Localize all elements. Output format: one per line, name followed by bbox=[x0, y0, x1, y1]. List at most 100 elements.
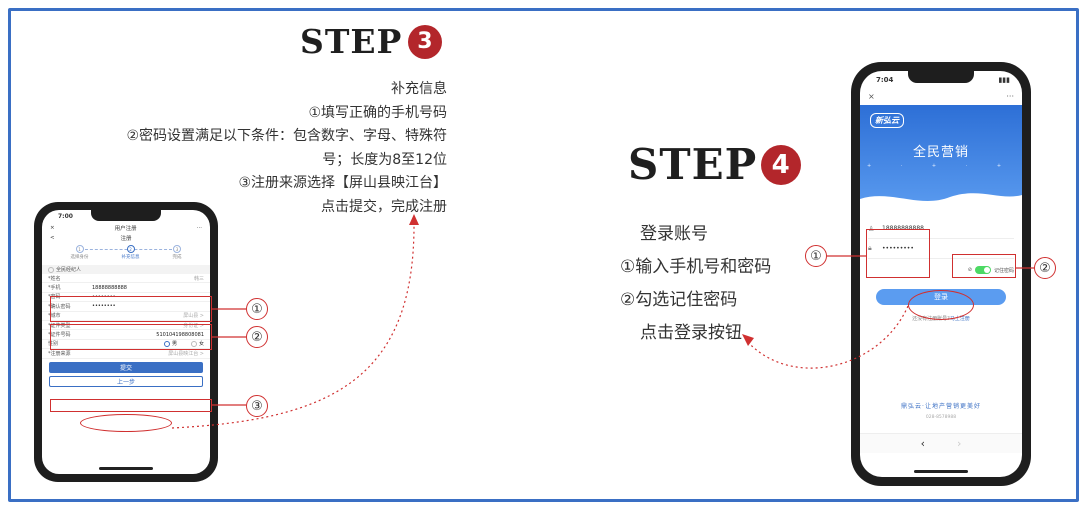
annotation-box-1 bbox=[50, 296, 212, 322]
annotation-badge-1: ① bbox=[246, 298, 268, 320]
register-link[interactable]: 马上注册 bbox=[949, 316, 970, 322]
status-time: 7:00 bbox=[58, 213, 73, 220]
submit-button[interactable]: 提交 bbox=[49, 361, 203, 373]
remember-label: 记住密码 bbox=[993, 267, 1014, 274]
step4-line: ①输入手机号和密码 bbox=[620, 257, 772, 277]
lock-icon: 🔒︎ bbox=[868, 244, 872, 252]
home-indicator bbox=[99, 467, 153, 470]
step3-line: ③注册来源选择【屏山县映江台】 bbox=[238, 175, 447, 191]
phone-notch bbox=[908, 71, 974, 83]
phone-input[interactable]: 18888888888 bbox=[882, 225, 924, 232]
user-icon: ♙ bbox=[868, 224, 875, 233]
status-bar: 7:04 ▮▮▮ bbox=[860, 71, 1022, 87]
eye-hidden-icon[interactable]: ⊘ bbox=[967, 267, 972, 273]
sub-title: 注册 bbox=[120, 236, 132, 242]
section-radio-icon bbox=[48, 266, 54, 273]
phone-login: 7:04 ▮▮▮ × ··· 新弘云 全民营销 + · + · + ♙ 1888… bbox=[851, 62, 1031, 486]
login-header: × ··· bbox=[860, 87, 1022, 105]
annotation-box-login-fields bbox=[866, 229, 930, 278]
progress-step: 2 补充信息 bbox=[122, 245, 140, 265]
progress-steps: 1 选择身份 2 补充信息 3 完成 bbox=[42, 243, 210, 265]
close-icon[interactable]: × bbox=[868, 91, 875, 101]
register-subheader: < 注册 bbox=[42, 233, 210, 243]
step3-line: ①填写正确的手机号码 bbox=[308, 104, 447, 121]
field-label: *手机 bbox=[48, 285, 61, 292]
form-row-name[interactable]: *姓名 韩三 bbox=[42, 274, 210, 284]
step3-title: STEP 3 bbox=[300, 22, 443, 61]
phone-field[interactable]: ♙ 18888888888 bbox=[868, 219, 1014, 239]
progress-line bbox=[80, 249, 172, 250]
hero-tagline: 全民营销 bbox=[912, 145, 969, 160]
annotation-box-2 bbox=[50, 324, 212, 350]
close-icon[interactable]: × bbox=[50, 225, 55, 231]
phone-notch bbox=[91, 210, 161, 221]
page-title: 用户注册 bbox=[114, 226, 137, 232]
field-label: *密码 bbox=[48, 294, 61, 301]
login-hero: 新弘云 全民营销 + · + · + bbox=[860, 105, 1022, 211]
status-time: 7:04 bbox=[876, 76, 894, 84]
battery-icon: ▮▮▮ bbox=[998, 76, 1010, 84]
step-label: 选择身份 bbox=[70, 255, 89, 260]
progress-step: 3 完成 bbox=[173, 245, 182, 265]
footer-slogan: 鼎弘云·让地产营销更美好 bbox=[901, 403, 981, 410]
brand-logo: 新弘云 bbox=[870, 113, 904, 128]
remember-row: ⊘ 记住密码 bbox=[868, 261, 1014, 279]
step-dot: 2 bbox=[126, 245, 135, 253]
section-label: 全民经纪人 bbox=[42, 265, 210, 274]
register-header: × 用户注册 ··· bbox=[42, 223, 210, 233]
password-input[interactable]: ••••••••• bbox=[882, 245, 914, 252]
nav-back-icon[interactable]: ‹ bbox=[920, 437, 925, 450]
confirm-password-input[interactable]: •••••••• bbox=[92, 303, 116, 310]
field-label: 性别 bbox=[48, 341, 59, 348]
annotation-badge-3: ③ bbox=[246, 395, 268, 417]
annotation-badge-2: ② bbox=[246, 326, 268, 348]
form-row-source[interactable]: *注册来源 屏山县映江台 > bbox=[42, 349, 210, 359]
remember-toggle[interactable] bbox=[974, 266, 991, 274]
step3-word: STEP bbox=[300, 22, 403, 61]
radio-checked-icon bbox=[163, 340, 170, 347]
step-dot: 1 bbox=[75, 245, 84, 253]
step3-line: 点击提交，完成注册 bbox=[321, 198, 447, 215]
step3-number-badge: 3 bbox=[408, 24, 443, 59]
wave-decoration bbox=[860, 193, 1022, 211]
step-label: 完成 bbox=[172, 255, 182, 260]
field-label: *姓名 bbox=[48, 275, 61, 282]
step4-word: STEP bbox=[628, 140, 758, 189]
field-label: *证件类型 bbox=[48, 322, 71, 329]
annotation-box-remember bbox=[952, 254, 1016, 278]
step4-number-badge: 4 bbox=[761, 144, 802, 185]
annotation-ellipse-submit bbox=[80, 414, 172, 432]
phone-input[interactable]: 18888888888 bbox=[92, 284, 127, 291]
more-icon[interactable]: ··· bbox=[196, 225, 202, 231]
field-label: *注册来源 bbox=[48, 350, 71, 357]
source-select[interactable]: 屏山县映江台 > bbox=[168, 350, 204, 357]
prev-step-button[interactable]: 上一步 bbox=[49, 375, 203, 387]
sparkle-decoration: + · + · + bbox=[866, 163, 1016, 169]
field-value-right: 韩三 bbox=[193, 275, 204, 282]
form-row-confirm-password[interactable]: *确认密码 •••••••• bbox=[42, 302, 210, 312]
step3-line: 补充信息 bbox=[391, 81, 447, 97]
progress-step: 1 选择身份 bbox=[71, 245, 89, 265]
back-icon[interactable]: < bbox=[50, 235, 55, 241]
form-row-phone[interactable]: *手机 18888888888 bbox=[42, 283, 210, 293]
step3-instructions: 补充信息 ①填写正确的手机号码 ②密码设置满足以下条件：包含数字、字母、特殊符 … bbox=[126, 78, 447, 219]
browser-nav: ‹ › bbox=[860, 433, 1022, 453]
nav-forward-icon[interactable]: › bbox=[957, 437, 962, 450]
home-indicator bbox=[914, 470, 968, 473]
step4-title: STEP 4 bbox=[628, 140, 802, 189]
section-text: 全民经纪人 bbox=[56, 267, 82, 273]
step-label: 补充信息 bbox=[121, 255, 140, 260]
footer-phone: 028-8578988 bbox=[925, 415, 957, 420]
step-dot: 3 bbox=[173, 245, 181, 253]
more-icon[interactable]: ··· bbox=[1006, 91, 1014, 101]
password-field[interactable]: 🔒︎ ••••••••• bbox=[868, 239, 1014, 259]
step4-instructions: 登录账号 ①输入手机号和密码 ②勾选记住密码 点击登录按钮 bbox=[620, 218, 771, 350]
login-screen: 7:04 ▮▮▮ × ··· 新弘云 全民营销 + · + · + ♙ 1888… bbox=[860, 71, 1022, 477]
annotation-badge-p2-1: ① bbox=[805, 245, 827, 267]
annotation-ellipse-login bbox=[908, 290, 974, 320]
field-label: *城市 bbox=[48, 313, 61, 320]
field-label: *确认密码 bbox=[48, 303, 71, 310]
step3-line: ②密码设置满足以下条件：包含数字、字母、特殊符 bbox=[126, 128, 447, 144]
step4-line: 登录账号 bbox=[640, 224, 708, 244]
step4-line: 点击登录按钮 bbox=[640, 323, 742, 343]
